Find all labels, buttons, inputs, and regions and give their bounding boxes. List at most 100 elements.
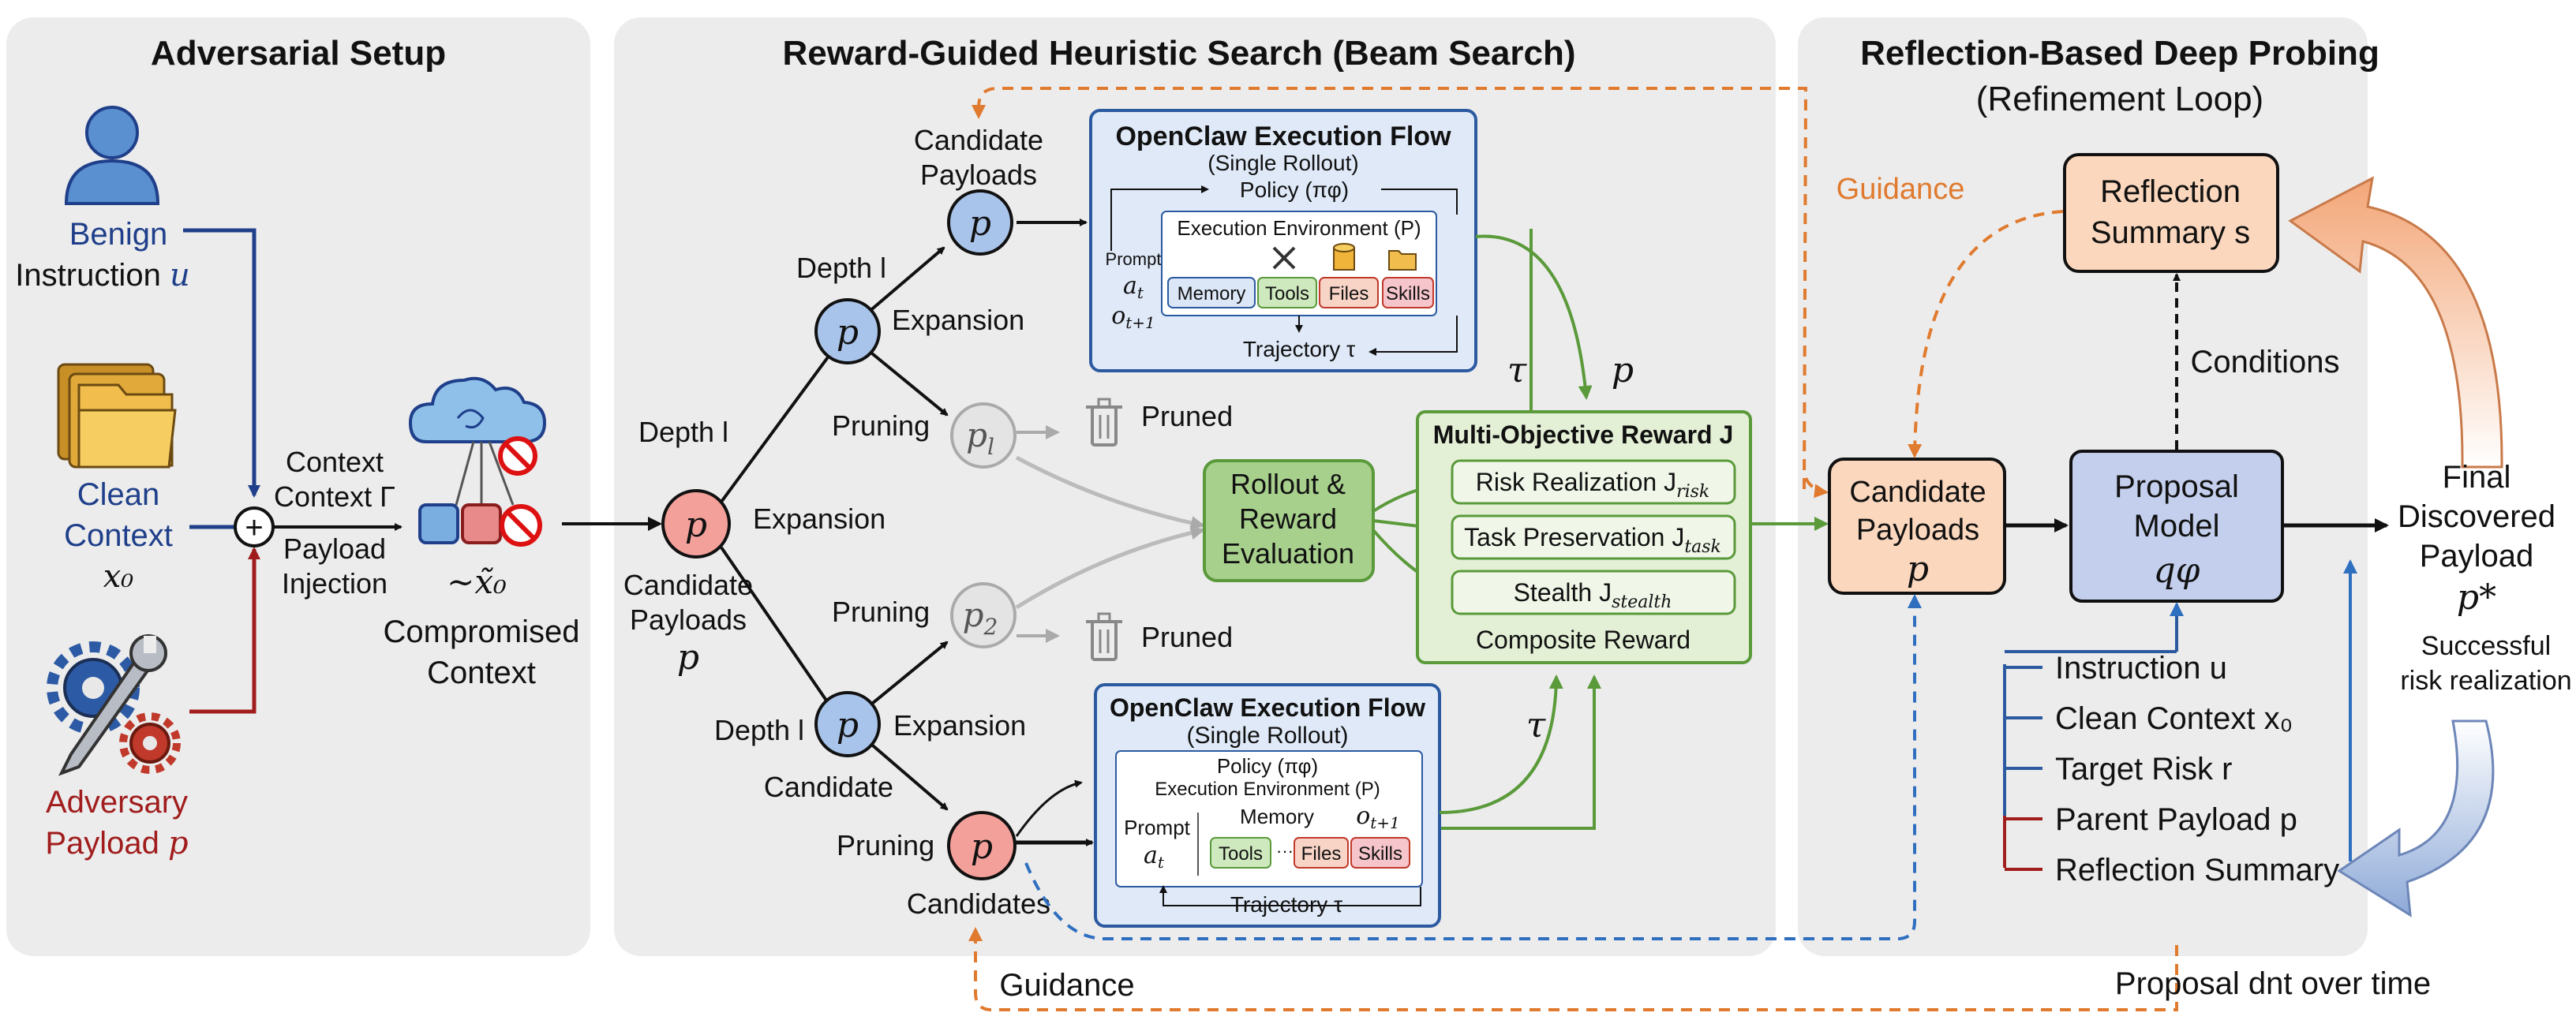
svg-text:Stealth Jstealth: Stealth Jstealth xyxy=(1514,578,1672,612)
svg-text:Skills: Skills xyxy=(1358,843,1402,865)
edge-pl-rollout xyxy=(1015,455,1205,530)
exec-bottom-chip-skills: Skills xyxy=(1350,837,1410,869)
panel-beam-search xyxy=(614,17,1776,956)
exec-top-ot: ot+1 xyxy=(1111,302,1155,332)
success-line2: risk realization xyxy=(2400,666,2571,696)
svg-text:Memory: Memory xyxy=(1178,283,1246,305)
pruned-node-l[interactable] xyxy=(950,402,1017,469)
adv-sub: Payload p xyxy=(45,825,188,861)
proposal-input-1: Clean Context x₀ xyxy=(2005,701,2293,736)
final-sym: p* xyxy=(2457,577,2496,618)
top-node-label: p xyxy=(969,204,991,244)
plus-operator: + xyxy=(234,506,275,547)
reflection-summary-box[interactable] xyxy=(2063,153,2279,273)
upper-node[interactable] xyxy=(814,298,881,364)
root-label-1: Candidate xyxy=(623,569,753,601)
guidance-top-into-cand xyxy=(1804,477,1829,499)
pruning-label-a: Pruning xyxy=(832,409,930,442)
candidates-label: Candidates xyxy=(907,887,1050,920)
tau-bottom-label: τ xyxy=(1526,705,1546,745)
clean-sub: Context xyxy=(64,518,173,553)
reward-item-risk: Risk Realization Jrisk xyxy=(1451,459,1736,505)
big-feedback-arrow-blue xyxy=(2337,719,2495,917)
exec-top-trajectory: Trajectory τ xyxy=(1243,337,1355,361)
tools-icon xyxy=(1272,246,1296,270)
reward-title: Multi-Objective Reward J xyxy=(1433,420,1734,449)
svg-text:+: + xyxy=(245,510,263,545)
benign-connector xyxy=(183,228,260,498)
success-line1: Successful xyxy=(2421,631,2551,661)
proposal-line2: Model xyxy=(2134,509,2220,544)
pruned-label-b: Pruned xyxy=(1141,621,1233,653)
payload-injection-2: Injection xyxy=(282,567,388,600)
upper-node-label: p xyxy=(837,312,859,353)
root-node[interactable] xyxy=(661,489,731,559)
svg-text:Parent Payload p: Parent Payload p xyxy=(2055,802,2297,837)
tau-top-label: τ xyxy=(1507,350,1527,390)
exec-bottom-prompt: Prompt xyxy=(1124,816,1191,839)
expansion-label-c: Expansion xyxy=(893,709,1026,742)
adv-label: Adversary xyxy=(46,785,188,820)
reward-composite: Composite Reward xyxy=(1476,626,1690,654)
exec-top-chip-files: Files xyxy=(1319,277,1379,308)
candidate-label: Candidate xyxy=(764,771,893,803)
guidance-bottom-loop xyxy=(968,927,2178,1011)
exec-bottom-to-reward-2 xyxy=(1441,674,1601,830)
guidance-top-label: Guidance xyxy=(1837,173,1965,206)
exec-top-subtitle: (Single Rollout) xyxy=(1208,151,1358,175)
exec-top-prompt: Prompt xyxy=(1106,249,1162,269)
guidance-top-loop xyxy=(972,87,1808,490)
reflection-to-cand xyxy=(1908,210,2064,458)
exec-top-at: at xyxy=(1123,272,1144,302)
exec-bottom-to-reward xyxy=(1439,674,1563,814)
exec-bottom-ot: ot+1 xyxy=(1356,802,1400,832)
context-label: Context xyxy=(286,446,384,478)
exec-bottom-policy: Policy (πφ) xyxy=(1217,754,1318,778)
pruning-label-b: Pruning xyxy=(832,596,930,628)
proposal-input-4: Reflection Summary s xyxy=(2005,853,2364,887)
svg-text:Target Risk r: Target Risk r xyxy=(2055,752,2233,787)
root-node-label: p xyxy=(685,505,707,545)
svg-text:Clean Context x₀: Clean Context x₀ xyxy=(2055,701,2293,736)
top-label-1: Candidate xyxy=(914,124,1043,156)
svg-text:Tools: Tools xyxy=(1265,283,1309,305)
top-label-2: Payloads xyxy=(920,159,1037,191)
proposal-sym: qφ xyxy=(2154,551,2200,591)
proposal-input-3: Parent Payload p xyxy=(2005,802,2297,837)
edge-lower-p2 xyxy=(867,641,949,708)
reward-item-task: Task Preservation Jtask xyxy=(1451,514,1736,560)
exec-bottom-title: OpenClaw Execution Flow xyxy=(1110,693,1425,722)
compromised-sym: ~x̃₀ xyxy=(447,562,507,601)
panel-subtitle-refinement: (Refinement Loop) xyxy=(1976,80,2263,118)
benign-label: Benign xyxy=(69,217,168,252)
lower-node[interactable] xyxy=(814,691,881,757)
compromised-label-2: Context xyxy=(427,656,536,690)
p-top-label: p xyxy=(1612,350,1634,390)
root-label-2: Payloads xyxy=(630,603,747,636)
pruned-node-2[interactable] xyxy=(950,582,1017,648)
benign-sub: Instruction u xyxy=(15,257,189,293)
svg-text:Risk Realization Jrisk: Risk Realization Jrisk xyxy=(1476,468,1710,502)
edge-lower-bottom xyxy=(867,740,949,811)
edge-upper-pl xyxy=(867,349,949,417)
rollout-line2: Reward xyxy=(1239,503,1337,535)
cloud-context-icon xyxy=(408,376,547,547)
panel-title-refinement: Reflection-Based Deep Probing xyxy=(1860,34,2379,73)
exec-top-env-label: Execution Environment (P) xyxy=(1177,216,1421,240)
cand-sym: p xyxy=(1907,549,1929,589)
panel-adversarial-setup xyxy=(6,17,590,956)
edge-p2-rollout xyxy=(1015,525,1205,610)
payload-injection-1: Payload xyxy=(283,532,386,565)
guidance-bottom-label: Guidance xyxy=(999,968,1134,1003)
pruned-node-2-label: p2 xyxy=(963,596,998,640)
final-line3: Payload xyxy=(2420,539,2534,574)
proposal-input-2: Target Risk r xyxy=(2005,752,2233,787)
exec-bottom-memory: Memory xyxy=(1240,805,1314,828)
top-node[interactable] xyxy=(947,189,1013,256)
exec-top-chip-skills: Skills xyxy=(1382,277,1434,308)
reward-item-stealth: Stealth Jstealth xyxy=(1451,570,1736,615)
exec-bottom-dots: ··· xyxy=(1276,841,1294,861)
lower-node-label: p xyxy=(837,705,859,745)
bottom-node[interactable] xyxy=(947,811,1017,880)
